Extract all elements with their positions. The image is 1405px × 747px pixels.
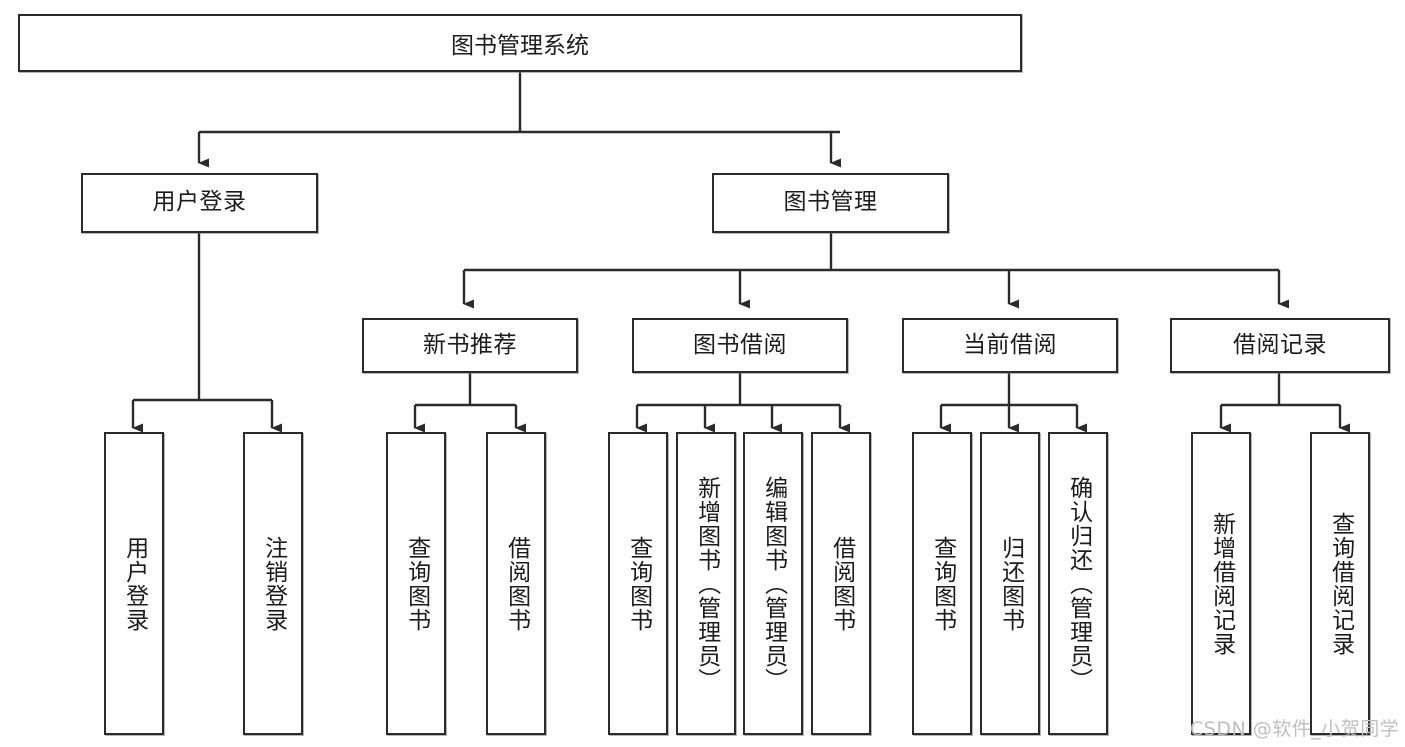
node-leaf-edit-book-admin[interactable]: 编辑图书（管理员）	[743, 432, 803, 735]
node-leaf-recommend-borrow-book-label: 借阅图书	[503, 535, 530, 632]
node-leaf-borrow-query-book[interactable]: 查询图书	[608, 432, 668, 735]
node-leaf-add-borrow-record-label: 新增借阅记录	[1208, 511, 1235, 656]
node-leaf-borrow-book[interactable]: 借阅图书	[811, 432, 871, 735]
node-leaf-logout-label: 注销登录	[260, 535, 287, 632]
node-leaf-current-query-book[interactable]: 查询图书	[912, 432, 972, 735]
node-leaf-current-query-book-label: 查询图书	[929, 535, 956, 632]
node-leaf-add-book-admin[interactable]: 新增图书（管理员）	[676, 432, 736, 735]
node-leaf-logout[interactable]: 注销登录	[243, 432, 303, 735]
node-new-book-recommend[interactable]: 新书推荐	[362, 318, 578, 373]
node-leaf-add-borrow-record[interactable]: 新增借阅记录	[1191, 432, 1251, 735]
node-user-login[interactable]: 用户登录	[81, 173, 318, 233]
node-book-borrow-label: 图书借阅	[693, 331, 787, 358]
node-leaf-query-borrow-record[interactable]: 查询借阅记录	[1310, 432, 1370, 735]
node-new-book-recommend-label: 新书推荐	[423, 331, 517, 358]
node-current-borrow-label: 当前借阅	[963, 331, 1057, 358]
node-leaf-add-book-admin-label: 新增图书（管理员）	[693, 475, 720, 692]
node-borrow-record-label: 借阅记录	[1233, 331, 1327, 358]
node-leaf-edit-book-admin-label: 编辑图书（管理员）	[760, 475, 787, 692]
node-leaf-recommend-query-book[interactable]: 查询图书	[386, 432, 446, 735]
node-leaf-recommend-borrow-book[interactable]: 借阅图书	[486, 432, 546, 735]
node-leaf-confirm-return-admin-label: 确认归还（管理员）	[1065, 475, 1092, 692]
node-leaf-return-book-label: 归还图书	[997, 535, 1024, 632]
node-book-management-label: 图书管理	[783, 189, 878, 216]
node-leaf-query-borrow-record-label: 查询借阅记录	[1327, 511, 1354, 656]
node-book-management[interactable]: 图书管理	[712, 173, 949, 233]
node-leaf-user-login-label: 用户登录	[121, 535, 148, 632]
node-user-login-label: 用户登录	[152, 189, 247, 216]
node-root-system[interactable]: 图书管理系统	[18, 14, 1022, 72]
node-leaf-user-login[interactable]: 用户登录	[104, 432, 164, 735]
node-borrow-record[interactable]: 借阅记录	[1170, 318, 1390, 373]
node-leaf-return-book[interactable]: 归还图书	[980, 432, 1040, 735]
watermark-csdn: CSDN @软件_小贺同学	[1190, 718, 1400, 740]
node-leaf-borrow-query-book-label: 查询图书	[625, 535, 652, 632]
node-root-label: 图书管理系统	[451, 33, 589, 59]
node-leaf-borrow-book-label: 借阅图书	[828, 535, 855, 632]
node-book-borrow[interactable]: 图书借阅	[632, 318, 848, 373]
node-current-borrow[interactable]: 当前借阅	[902, 318, 1118, 373]
node-leaf-confirm-return-admin[interactable]: 确认归还（管理员）	[1048, 432, 1108, 735]
node-leaf-recommend-query-book-label: 查询图书	[403, 535, 430, 632]
